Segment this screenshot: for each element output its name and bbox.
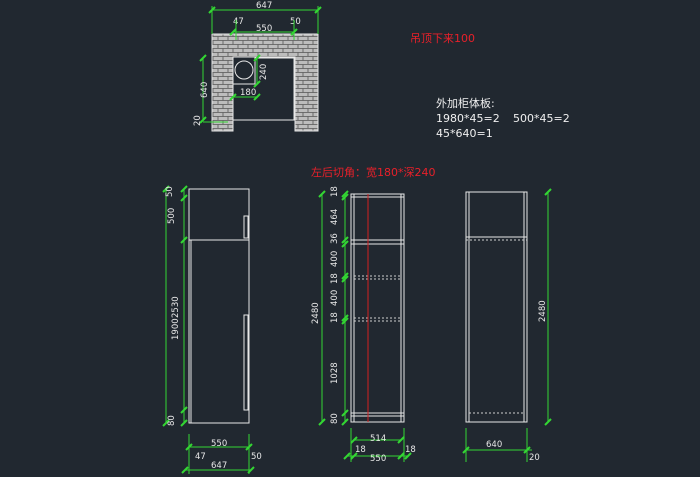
panels-title: 外加柜体板: (436, 96, 495, 110)
side-offset-label: 20 (529, 453, 540, 463)
plan-depth-label: 640 (200, 82, 210, 98)
corner-cut-note: 左后切角：宽180*深240 (311, 165, 436, 179)
section-inner-width-label: 514 (370, 434, 386, 444)
section-view: 2480 18 464 36 400 18 400 18 1028 80 514 (311, 186, 416, 464)
plan-right-gap-label: 50 (290, 17, 301, 27)
section-dim-7: 1028 (330, 362, 340, 384)
front-view: 2530 50 500 1900 80 550 47 50 647 (162, 185, 262, 474)
front-lower-label: 1900 (171, 318, 181, 340)
section-dim-5: 400 (330, 290, 340, 306)
section-dim-0: 18 (330, 186, 340, 197)
front-side-left-label: 47 (195, 452, 206, 462)
section-width-label: 550 (370, 454, 386, 464)
side-cabinet-outline (465, 191, 528, 423)
section-dim-6: 18 (330, 312, 340, 323)
front-total-width-label: 647 (211, 461, 227, 471)
front-lower-handle (243, 314, 249, 411)
plan-left-gap-label: 47 (233, 17, 244, 27)
section-dim-8: 80 (330, 413, 340, 424)
plan-bottom-offset-label: 20 (193, 115, 203, 126)
section-cabinet-outline (350, 193, 405, 423)
plan-cut-depth-label: 240 (259, 64, 269, 80)
section-dim-4: 18 (330, 273, 340, 284)
plan-pipe-circle (234, 60, 254, 80)
front-side-right-label: 50 (251, 452, 262, 462)
side-height-label: 2480 (538, 300, 548, 322)
plan-inner-width-label: 550 (256, 24, 272, 34)
ceiling-note: 吊顶下来100 (410, 32, 475, 45)
front-upper-label: 500 (167, 208, 177, 224)
section-dim-2: 36 (330, 233, 340, 244)
panel-item-1: 1980*45=2 (436, 112, 500, 125)
front-cabinet-outline (188, 188, 250, 424)
section-dim-ticks (341, 190, 349, 426)
front-top-label: 50 (165, 186, 175, 197)
section-side-right-label: 18 (405, 445, 416, 455)
side-view: 2480 640 20 (462, 188, 552, 463)
section-side-left-label: 18 (355, 445, 366, 455)
panel-item-3: 45*640=1 (436, 127, 493, 140)
panel-item-2: 500*45=2 (513, 112, 570, 125)
section-height-label: 2480 (311, 302, 321, 324)
front-base-label: 80 (167, 415, 177, 426)
front-height-label: 2530 (171, 296, 181, 318)
section-dim-3: 400 (330, 251, 340, 267)
side-depth-label: 640 (486, 440, 502, 450)
section-dim-1: 464 (330, 209, 340, 225)
plan-view: 647 47 550 50 640 20 240 180 (193, 1, 322, 132)
plan-total-width-label: 647 (256, 1, 272, 11)
plan-cut-width-label: 180 (240, 88, 256, 98)
plan-brick-wall (211, 33, 319, 132)
front-width-label: 550 (211, 439, 227, 449)
front-upper-handle (243, 215, 249, 239)
